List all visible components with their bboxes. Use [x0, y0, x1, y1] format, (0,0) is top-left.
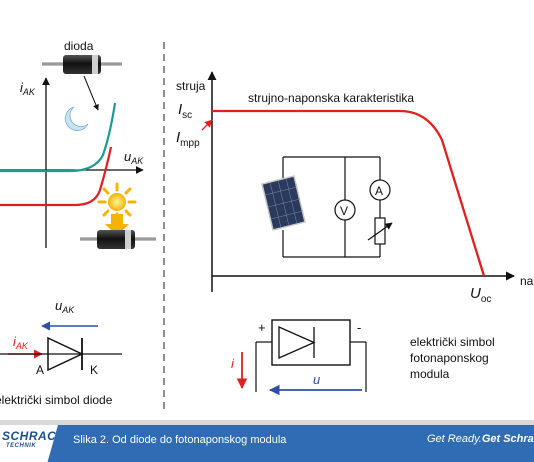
- ammeter-icon: A: [369, 179, 391, 201]
- footer-strip: [0, 420, 534, 425]
- module-current-label: i: [231, 356, 235, 371]
- moon-icon: [64, 106, 89, 131]
- module-caption-2: fotonaponskog: [410, 351, 489, 365]
- slogan: Get Ready.Get Schrack: [427, 433, 534, 445]
- diagram-svg: iAK uAK dioda: [0, 39, 534, 410]
- module-voltage-label: u: [313, 372, 320, 387]
- footer-bar: SCHRACK TECHNIK Slika 2. Od diode do fot…: [0, 420, 534, 462]
- module-box: [271, 319, 351, 366]
- dark-curve: [0, 102, 117, 173]
- isc-label: Isc: [178, 101, 192, 121]
- impp-label: Impp: [176, 129, 200, 149]
- plus-label: +: [258, 320, 266, 335]
- diode-symbol: uAK iAK A K električki simbol diode: [0, 298, 122, 407]
- module-symbol: + - i u električki simbol fotonaponskog …: [231, 319, 495, 396]
- sketch-y-label: iAK: [20, 80, 36, 97]
- voltmeter-icon: V: [334, 199, 356, 221]
- pv-iv-chart: struja napon Isc Impp strujno-naponska k…: [176, 71, 534, 305]
- module-triangle: [278, 326, 316, 359]
- schrack-logo: SCHRACK TECHNIK: [0, 425, 58, 462]
- sun-icon: [97, 182, 137, 236]
- chart-x-label: napon: [520, 274, 534, 288]
- diode-voltage-label: uAK: [55, 298, 75, 315]
- pv-iv-curve: [212, 109, 486, 277]
- diode-iv-sketch: iAK uAK: [0, 77, 144, 248]
- impp-arrow: [201, 119, 213, 131]
- solar-panel-icon: [261, 175, 306, 231]
- svg-text:V: V: [340, 204, 348, 218]
- diode-component-top: dioda: [42, 39, 122, 111]
- logo-subtext: TECHNIK: [6, 443, 37, 449]
- chart-y-label: struja: [176, 79, 206, 93]
- diode-symbol-caption: električki simbol diode: [0, 393, 113, 407]
- sketch-x-label: uAK: [124, 149, 144, 166]
- illuminated-curve: [0, 146, 113, 207]
- diode-label: dioda: [64, 39, 94, 53]
- variable-resistor-icon: [367, 217, 393, 245]
- figure-caption: Slika 2. Od diode do fotonaponskog modul…: [73, 434, 287, 446]
- uoc-label: Uoc: [470, 285, 491, 305]
- diode-triangle: [47, 336, 84, 372]
- slogan-regular: Get Ready.: [427, 433, 482, 445]
- diode-component-lit: [80, 230, 156, 249]
- anode-label: A: [36, 363, 44, 377]
- slogan-bold: Get Schrack: [481, 433, 534, 445]
- minus-label: -: [357, 320, 361, 335]
- measurement-circuit: [282, 156, 381, 258]
- svg-text:A: A: [375, 184, 383, 198]
- diode-current-label: iAK: [13, 334, 29, 351]
- module-caption-3: modula: [410, 367, 450, 381]
- curve-title: strujno-naponska karakteristika: [248, 91, 414, 105]
- logo-text: SCHRACK: [2, 429, 66, 443]
- module-caption-1: električki simbol: [410, 335, 495, 349]
- cathode-label: K: [90, 363, 98, 377]
